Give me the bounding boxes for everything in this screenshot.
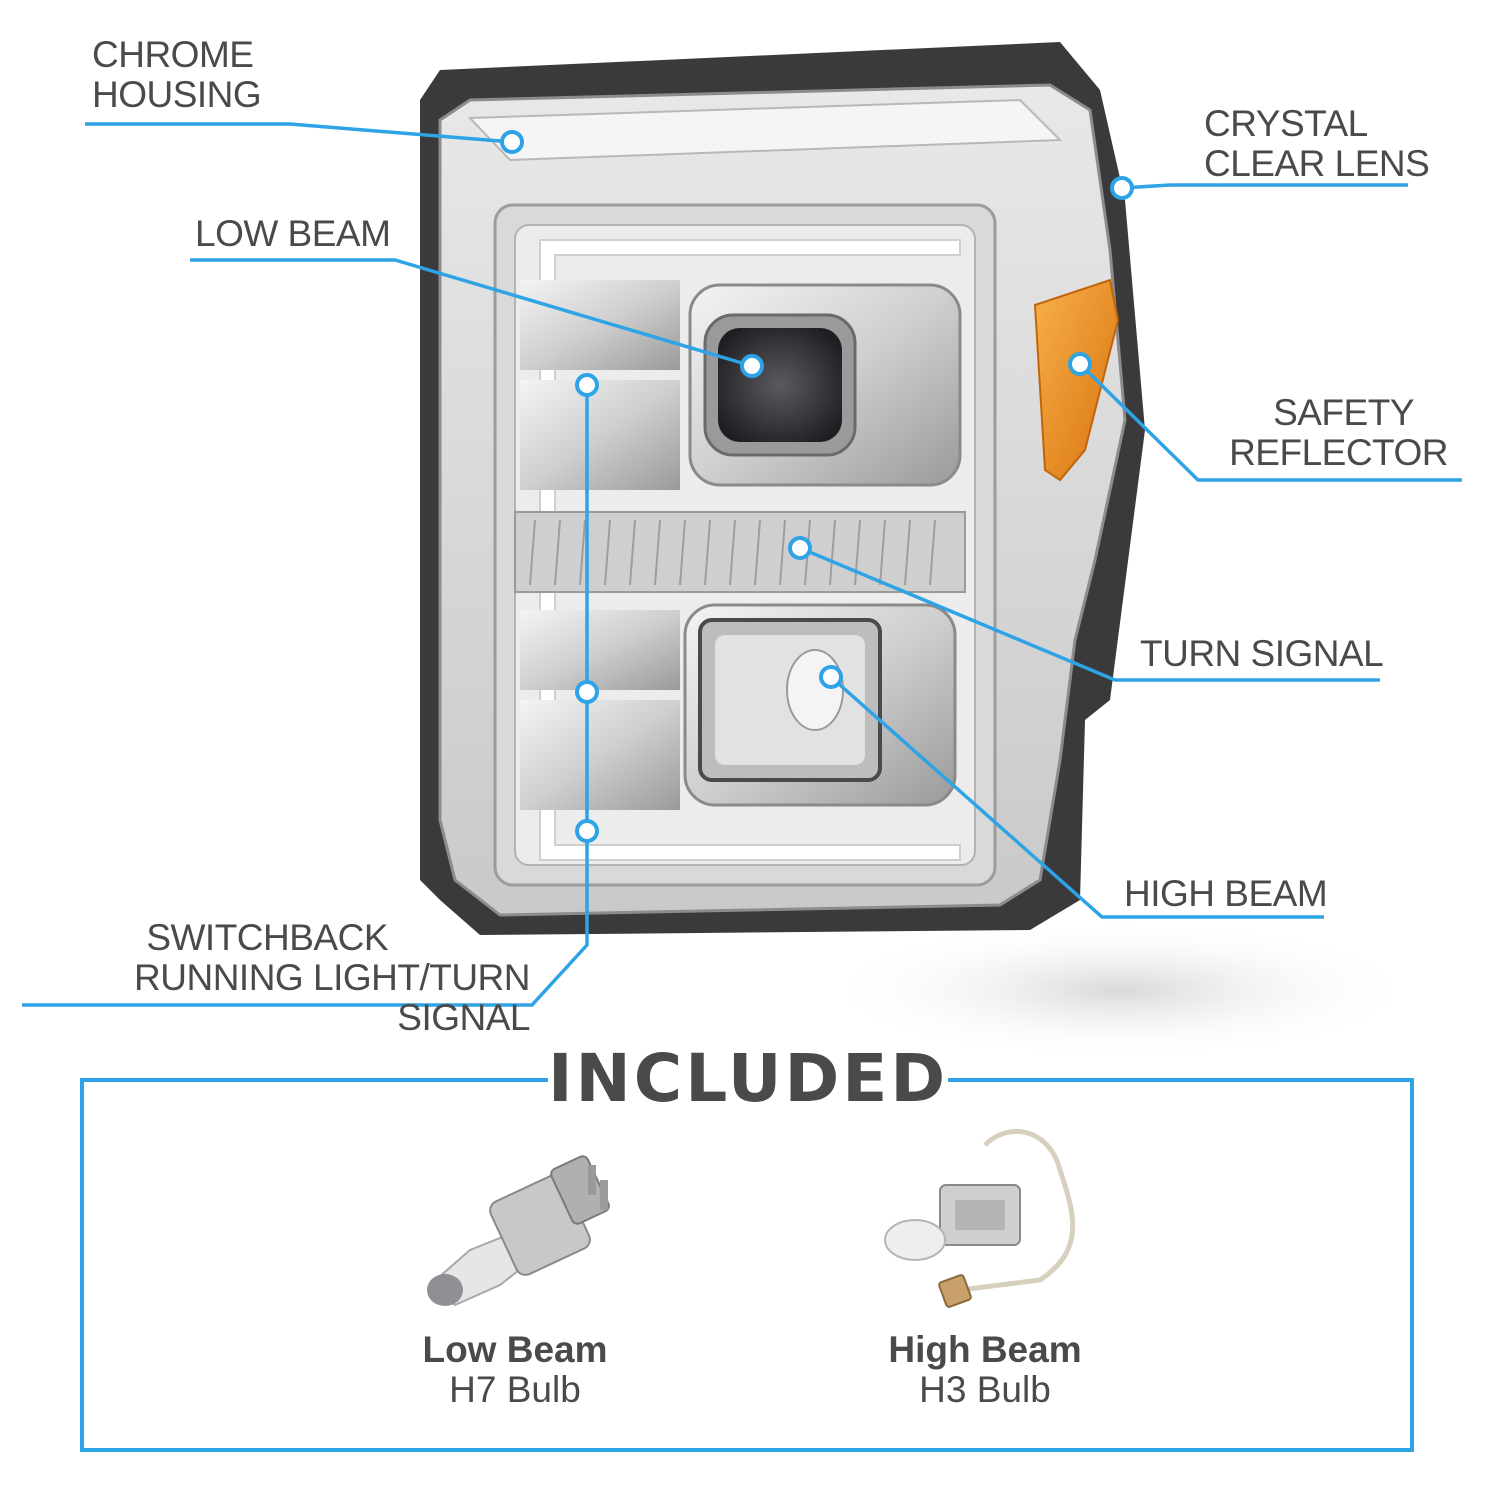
low-beam-leader [190, 258, 753, 368]
switchback-light-bar [539, 239, 961, 861]
crystal-lens-leader [1121, 183, 1408, 190]
bulb-type: H7 Bulb [449, 1369, 581, 1410]
included-item-low-beam: Low Beam H7 Bulb [365, 1330, 665, 1410]
bulb-name: High Beam [888, 1329, 1082, 1370]
amber-reflector [1033, 278, 1120, 482]
chrome-housing-leader [85, 122, 513, 144]
switchback-dot-mid [575, 680, 599, 704]
callout-crystal-clear-lens: CRYSTAL CLEAR LENS [1204, 103, 1430, 184]
callout-safety-reflector: SAFETY REFLECTOR [1229, 392, 1448, 473]
included-box [80, 1078, 1414, 1452]
safety-reflector-dot [1068, 352, 1092, 376]
switchback-leader [22, 385, 589, 1007]
high-beam-leader [829, 675, 1324, 919]
callout-high-beam: HIGH BEAM [1124, 873, 1328, 914]
bulb-name: Low Beam [422, 1329, 608, 1370]
callout-low-beam: LOW BEAM [195, 213, 391, 254]
h3-bulb-image [884, 1128, 1076, 1308]
safety-reflector-leader [1078, 362, 1462, 482]
switchback-dot-top [575, 373, 599, 397]
turn-signal-leader [799, 546, 1380, 682]
callout-switchback: SWITCHBACK RUNNING LIGHT/TURN SIGNAL [134, 917, 530, 1038]
low-beam-dot [740, 354, 764, 378]
crystal-lens-dot [1110, 176, 1134, 200]
callout-chrome-housing: CHROME HOUSING [92, 34, 262, 115]
bulb-type: H3 Bulb [919, 1369, 1051, 1410]
chrome-housing-dot [500, 130, 524, 154]
callout-turn-signal: TURN SIGNAL [1140, 633, 1384, 674]
turn-signal-strip [514, 511, 966, 593]
high-beam-dot [819, 665, 843, 689]
switchback-dot-bottom [575, 819, 599, 843]
turn-signal-dot [788, 536, 812, 560]
included-title: INCLUDED [548, 1040, 949, 1117]
h7-bulb-image [427, 1155, 610, 1307]
included-item-high-beam: High Beam H3 Bulb [835, 1330, 1135, 1410]
